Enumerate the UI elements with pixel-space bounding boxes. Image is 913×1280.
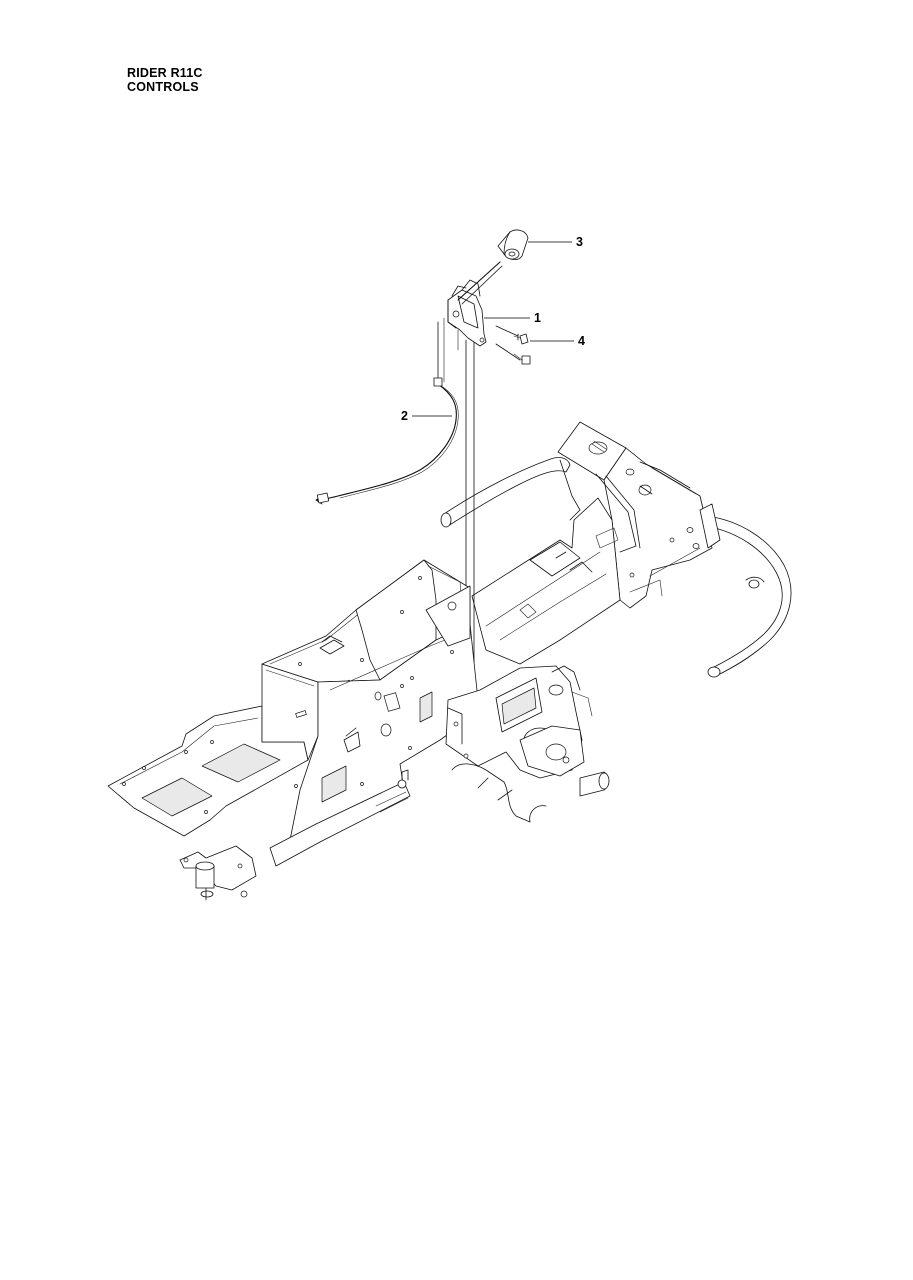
rear-frame <box>471 421 721 665</box>
control-bracket-part <box>447 261 503 347</box>
callout-3: 3 <box>528 235 583 249</box>
screw-part <box>495 325 531 365</box>
callout-3-label: 3 <box>576 235 583 249</box>
callout-4: 4 <box>530 334 585 348</box>
page-header: RIDER R11C CONTROLS <box>127 66 203 94</box>
seat-support-tube <box>440 457 571 528</box>
center-junction <box>445 665 610 823</box>
section-title: CONTROLS <box>127 80 199 94</box>
callout-1: 1 <box>484 311 541 325</box>
throttle-cable-part <box>315 317 459 505</box>
callout-2: 2 <box>401 409 452 423</box>
rear-bumper-tube <box>705 515 792 678</box>
callout-1-label: 1 <box>534 311 541 325</box>
main-frame <box>107 559 479 901</box>
callout-4-label: 4 <box>578 334 585 348</box>
control-knob-part <box>497 229 529 260</box>
callout-2-label: 2 <box>401 409 408 423</box>
model-title: RIDER R11C <box>127 66 203 80</box>
